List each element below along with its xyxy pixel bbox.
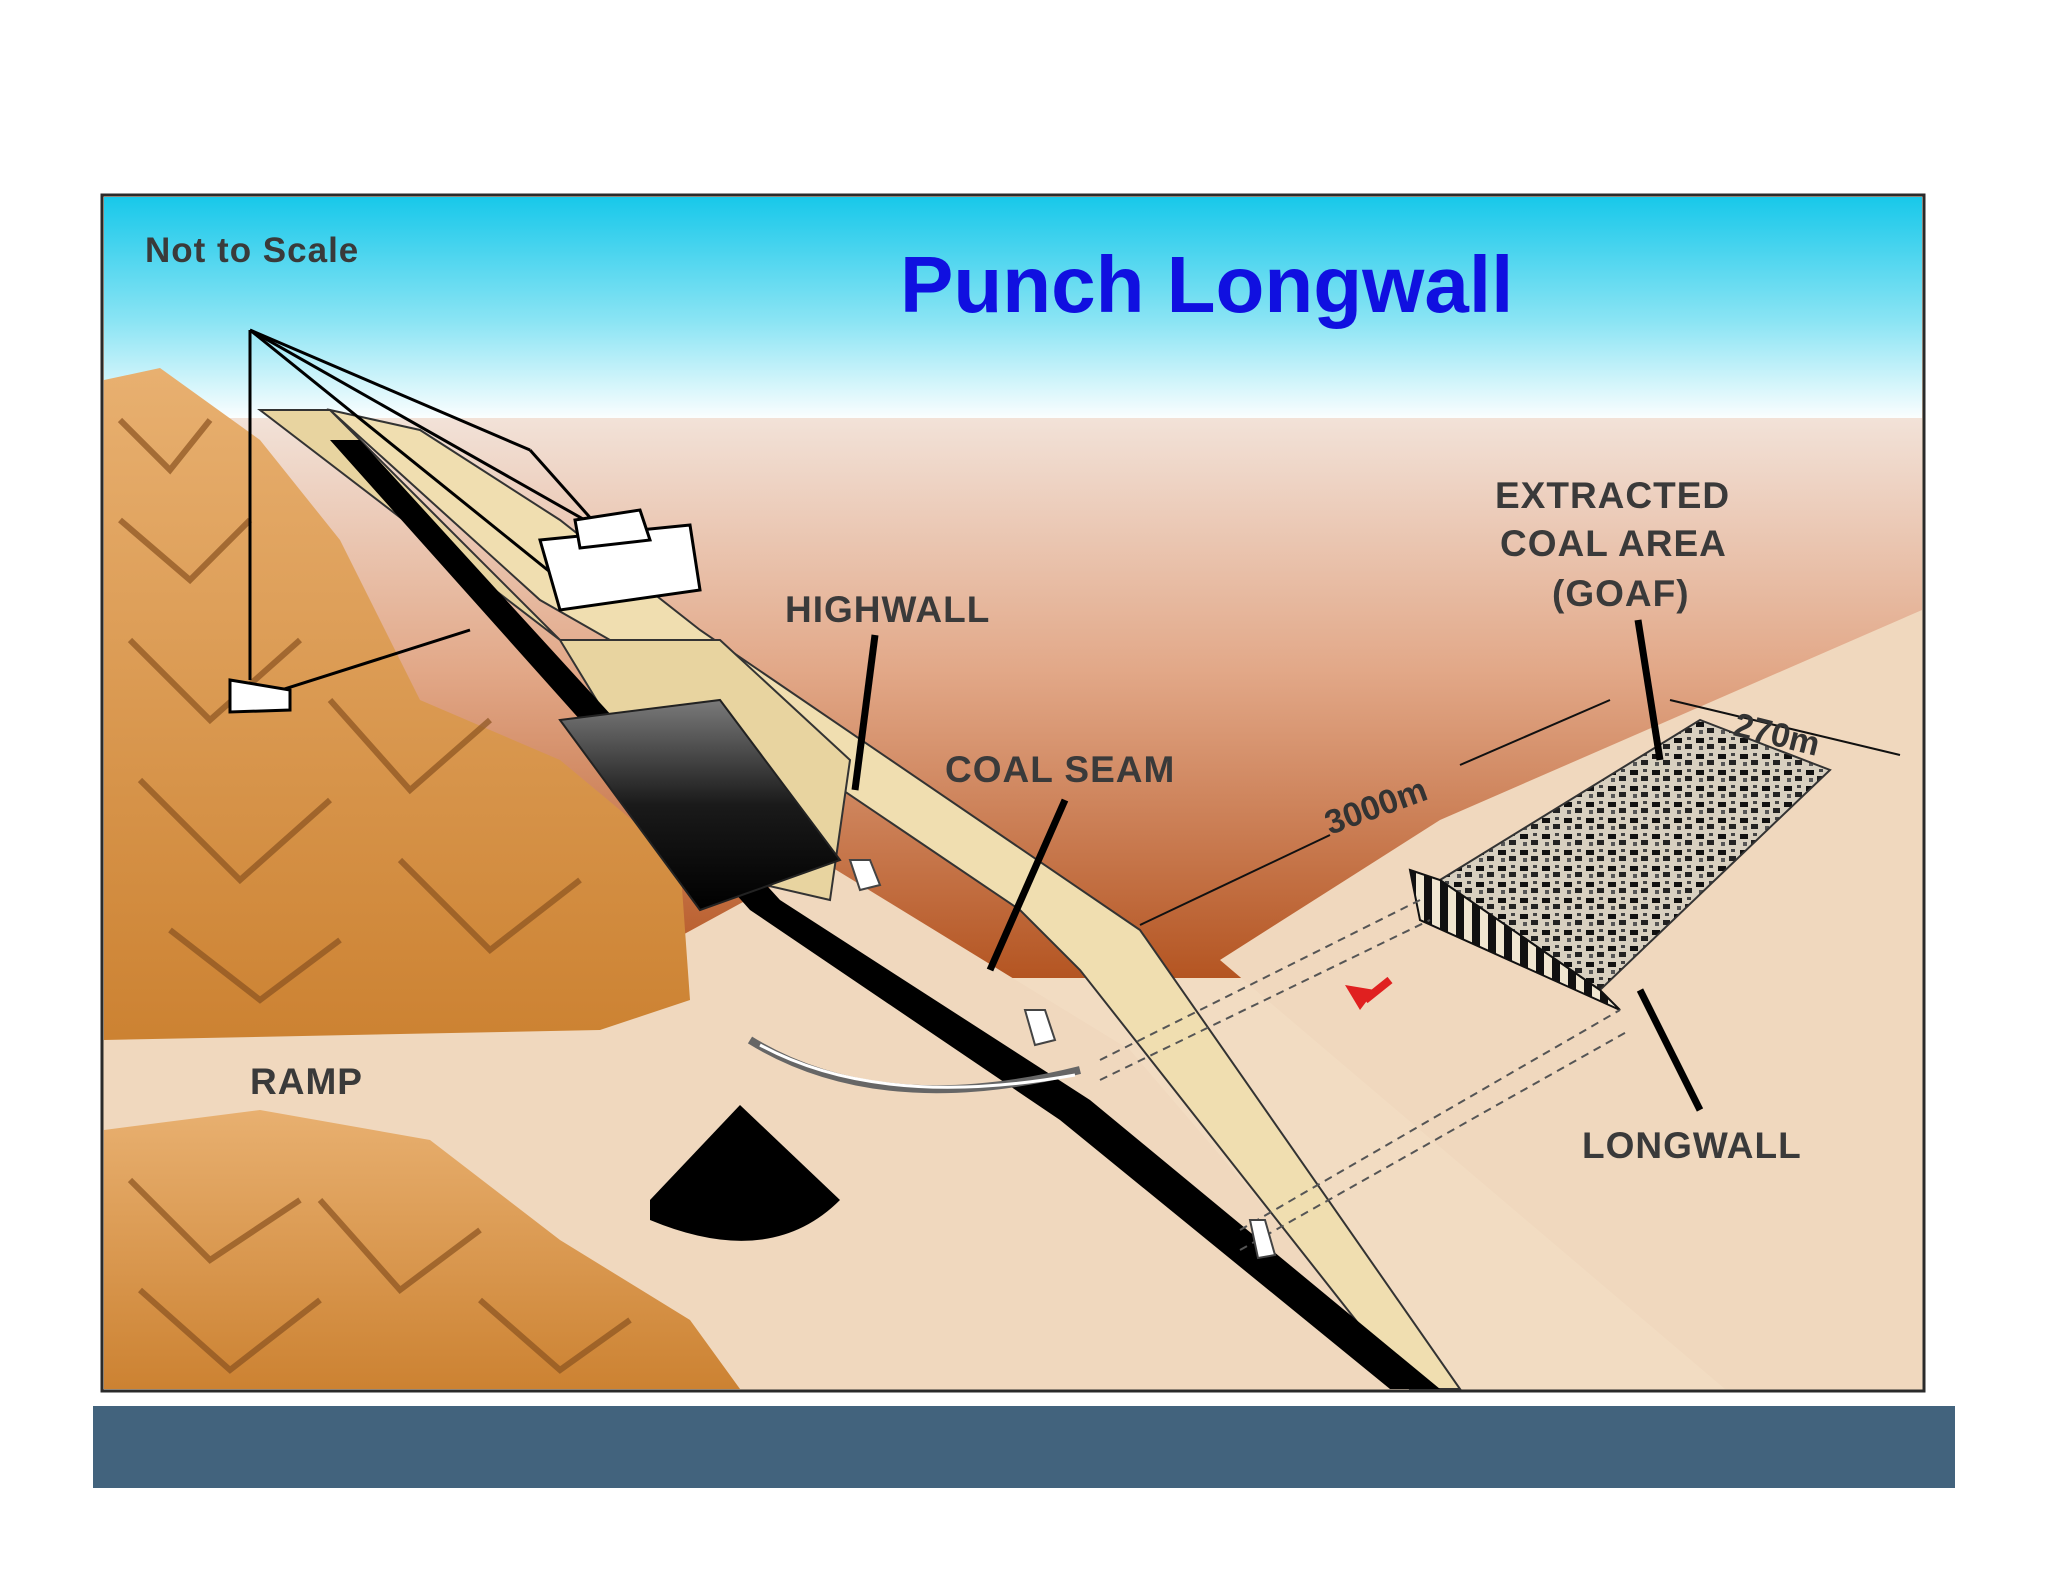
gateroad-lines [1099, 899, 1631, 1251]
label-highwall: HIGHWALL [785, 589, 990, 630]
slide-title: Punch Longwall [900, 240, 1513, 329]
footer-bar [93, 1406, 1955, 1488]
seam-openings [848, 859, 1277, 1260]
dragline-excavator [228, 328, 702, 714]
sky [104, 197, 1922, 422]
label-pointers [851, 619, 1704, 1112]
dimension-lines [1139, 699, 1901, 926]
spoil-pile-lower [104, 1110, 740, 1389]
label-longwall: LONGWALL [1582, 1125, 1802, 1166]
label-ramp: RAMP [250, 1061, 363, 1102]
coal-seam [330, 440, 1440, 1389]
coal-stockpile [650, 1105, 840, 1241]
advance-direction-arrow [1345, 976, 1393, 1010]
label-coal-seam: COAL SEAM [945, 749, 1175, 790]
longwall-face [1408, 868, 1621, 1011]
label-goaf-line3: (GOAF) [1552, 573, 1690, 614]
label-goaf-line1: EXTRACTED [1495, 475, 1730, 516]
scale-note: Not to Scale [145, 231, 359, 270]
label-goaf-line2: COAL AREA [1500, 523, 1727, 564]
excavated-pit [558, 698, 842, 912]
